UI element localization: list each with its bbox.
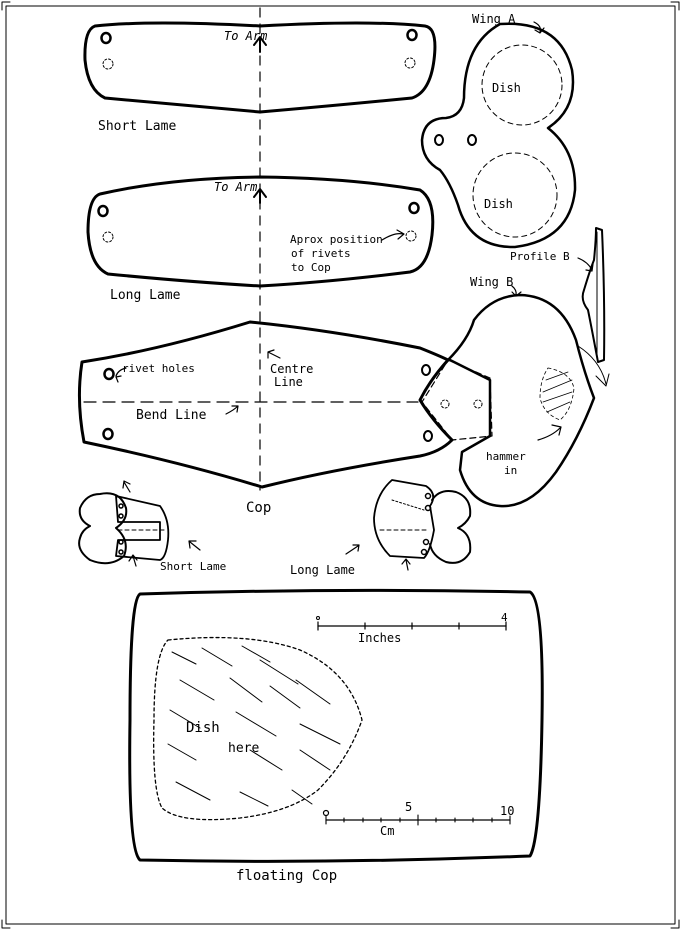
pointer-arrow-icon	[533, 21, 545, 34]
short-lame-label: Short Lame	[98, 119, 176, 134]
rivet-position	[102, 231, 114, 243]
cm-scale	[322, 809, 511, 826]
pointer-arrow-icon	[511, 285, 522, 297]
floating-cop-piece	[128, 588, 544, 863]
pointer-arrow-icon	[381, 229, 405, 241]
rivet-position	[440, 399, 450, 409]
centre-line-label-1: Centre	[270, 362, 313, 376]
inches-end-label: 4	[501, 611, 508, 624]
bend-line-label: Bend Line	[136, 408, 207, 423]
wing-a-piece	[420, 21, 577, 249]
hatching	[167, 645, 341, 807]
rivet-hole	[102, 427, 114, 441]
approx-rivets-label-2: of rivets	[291, 247, 351, 260]
to-arm-label-short: To Arm	[224, 29, 267, 43]
rivet-hole	[408, 201, 420, 215]
rivet-hole	[97, 204, 109, 218]
pointer-arrow-icon	[345, 544, 360, 555]
rivet-hole	[406, 28, 418, 42]
dish-outline	[481, 44, 563, 126]
pointer-arrow-icon	[267, 349, 281, 359]
long-lame-label: Long Lame	[110, 288, 181, 303]
rivet-position	[405, 230, 417, 242]
short-lame-piece	[83, 21, 437, 114]
hammer-in-label-2: in	[504, 464, 517, 477]
long-lame-piece	[86, 175, 435, 288]
dish-label-upper: Dish	[492, 81, 521, 95]
pointer-arrow-icon	[188, 540, 201, 551]
rivet-hole	[467, 134, 477, 146]
pointer-arrow-icon	[577, 257, 594, 272]
inches-label: Inches	[358, 631, 401, 645]
centre-line-label-2: Line	[274, 375, 303, 389]
cop-piece	[77, 320, 493, 489]
dish-label-lower: Dish	[484, 197, 513, 211]
rivet-position	[404, 57, 416, 69]
up-arrow-icon	[253, 36, 267, 53]
hammer-in-label-1: hammer	[486, 450, 526, 463]
wing-b-label: Wing B	[470, 275, 513, 289]
approx-rivets-label-1: Aprox position	[290, 233, 383, 246]
wing-a-label: Wing A	[472, 12, 516, 26]
up-arrow-icon	[253, 188, 267, 204]
short-lame-small-label: Short Lame	[160, 560, 226, 573]
rivet-position	[473, 399, 483, 409]
pointer-arrow-icon	[115, 367, 127, 383]
inches-scale	[316, 616, 507, 631]
dish-here-label-1: Dish	[186, 720, 220, 736]
rivet-hole	[421, 364, 431, 376]
approx-rivets-label-3: to Cop	[291, 261, 331, 274]
profile-b-label: Profile B	[510, 250, 570, 263]
pointer-arrow-icon	[225, 405, 239, 415]
cm-end-label: 10	[500, 804, 514, 818]
cm-mid-label: 5	[405, 800, 412, 814]
pointer-arrow-icon	[401, 558, 411, 571]
rivet-hole	[103, 367, 115, 381]
rivet-position	[102, 58, 114, 70]
rivet-holes-label: rivet holes	[122, 362, 195, 375]
rivet-hole	[423, 430, 433, 442]
rivet-hole	[434, 134, 444, 146]
dish-outline	[472, 152, 558, 238]
floating-cop-label: floating Cop	[236, 868, 337, 884]
wing-b-piece	[446, 285, 610, 508]
pointer-arrow-icon	[122, 480, 131, 493]
cm-label: Cm	[380, 824, 394, 838]
pointer-arrow-icon	[128, 554, 138, 567]
assembly-right	[345, 479, 472, 571]
profile-b-piece	[577, 227, 606, 363]
pointer-arrow-icon	[537, 424, 562, 441]
to-arm-label-long: To Arm	[214, 180, 257, 194]
cop-label: Cop	[246, 500, 271, 516]
rivet-hole	[100, 31, 112, 45]
assembly-left	[78, 480, 201, 567]
dish-here-label-2: here	[228, 741, 259, 756]
long-lame-small-label: Long Lame	[290, 563, 355, 577]
